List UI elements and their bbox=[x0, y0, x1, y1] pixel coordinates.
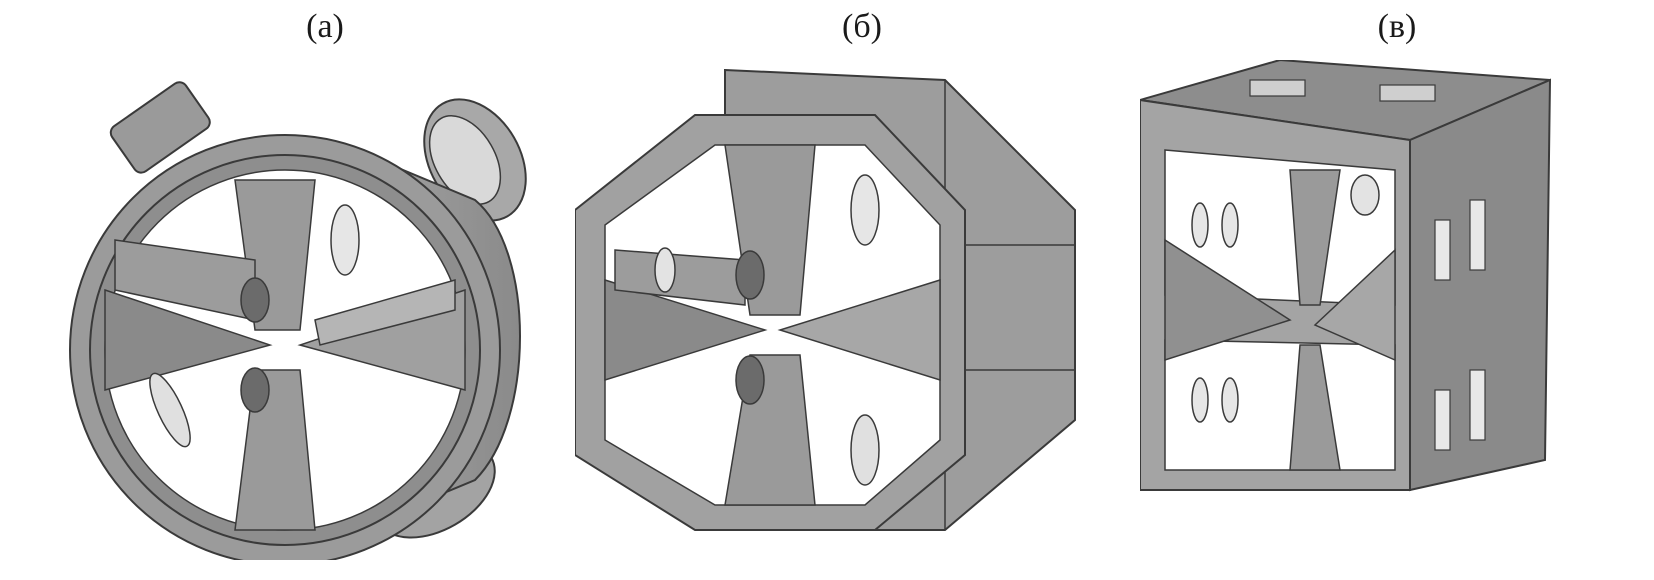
electrode-assembly bbox=[1164, 169, 1396, 471]
cylindrical-housing-model bbox=[69, 81, 527, 560]
panel-label-a: (а) bbox=[306, 8, 344, 45]
panel-label-b: (б) bbox=[842, 8, 882, 45]
electrode-assembly bbox=[604, 144, 941, 506]
electrode-assembly bbox=[104, 179, 466, 531]
octagonal-housing-model bbox=[575, 68, 1076, 531]
cubic-housing-model bbox=[1140, 60, 1552, 492]
panel-label-c: (в) bbox=[1377, 8, 1417, 45]
flange-top-left bbox=[109, 81, 211, 174]
